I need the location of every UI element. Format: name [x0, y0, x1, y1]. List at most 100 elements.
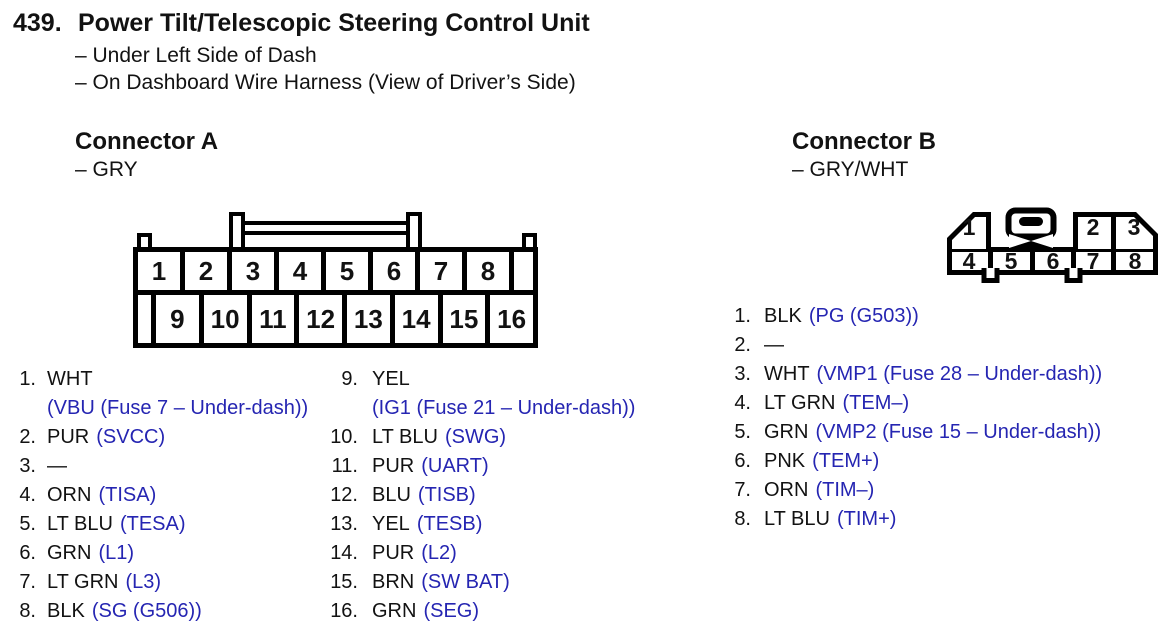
pin-list-item: 2. PUR (SVCC) — [12, 423, 308, 452]
wire-color: — — [764, 334, 784, 356]
pin-list-item: 13. YEL(TESB) — [330, 510, 635, 539]
connector-b-title: Connector B — [792, 128, 936, 155]
pin-cell-number: 5 — [339, 255, 355, 286]
pin-cell: 13 — [347, 295, 395, 343]
location-line: – Under Left Side of Dash — [75, 44, 317, 67]
wire-color: BLK — [764, 305, 802, 327]
wire-color: YEL — [372, 368, 410, 390]
pin-cell: 10 — [204, 295, 252, 343]
pin-cell-number: 9 — [170, 303, 185, 334]
connector-a-pin-list-left: 1. WHT (VBU (Fuse 7 – Under-dash)) 2. PU… — [12, 365, 308, 626]
pin-cell-number: 6 — [386, 255, 402, 286]
latch-bar-icon — [241, 221, 410, 235]
signal-name: (VMP2 (Fuse 15 – Under-dash)) — [815, 421, 1102, 443]
pin-number: 6. — [734, 450, 751, 472]
pin-list-item: 4. LT GRN(TEM–) — [727, 389, 1102, 418]
location-line: – On Dashboard Wire Harness (View of Dri… — [75, 71, 576, 94]
pin-list-item: 9. YEL (IG1 (Fuse 21 – Under-dash)) — [330, 365, 635, 423]
wire-color: LT BLU — [372, 426, 438, 448]
wire-color: PUR — [372, 455, 415, 477]
wire-color: WHT — [47, 368, 93, 390]
pin-list-item: 12. BLU(TISB) — [330, 481, 635, 510]
pin-cell: 6 — [373, 252, 420, 290]
connector-a-color-label: – GRY — [75, 158, 138, 181]
pin-list-item: 3. WHT(VMP1 (Fuse 28 – Under-dash)) — [727, 360, 1102, 389]
pin-cell-number: 8 — [480, 255, 496, 286]
wire-color: PUR — [372, 542, 415, 564]
pin-list-item: 6. PNK (TEM+) — [727, 447, 1102, 476]
pin-cell: 11 — [252, 295, 300, 343]
pin-number: 10. — [330, 426, 358, 448]
pin-cell-number: 8 — [1128, 248, 1142, 274]
signal-name: (TISA) — [98, 484, 157, 506]
pin-cell: 9 — [156, 295, 204, 343]
pin-number: 3. — [734, 363, 751, 385]
wire-color: BLU — [372, 484, 411, 506]
wire-color: GRN — [764, 421, 809, 443]
wire-color: GRN — [372, 600, 417, 622]
pin-cell-number: 1 — [151, 255, 167, 286]
location-lines: – Under Left Side of Dash – On Dashboard… — [75, 42, 576, 96]
wire-color: PNK — [764, 450, 806, 472]
pin-number: 2. — [734, 334, 751, 356]
connector-a-bottom-row: 9 10 11 12 — [138, 295, 533, 343]
wire-color: BRN — [372, 571, 415, 593]
wire-color: PUR — [47, 426, 90, 448]
signal-name: (SW BAT) — [421, 571, 510, 593]
blank-cell — [514, 252, 533, 290]
connector-b-bottom-row: 4 5 6 7 8 — [947, 207, 1159, 287]
pin-list-item: 14. PUR(L2) — [330, 539, 635, 568]
pin-cell-number: 16 — [497, 303, 527, 334]
connector-a-body: 1 2 3 4 — [133, 247, 538, 348]
wire-color: LT GRN — [47, 571, 119, 593]
pin-number: 2. — [19, 426, 36, 448]
pin-number: 13. — [330, 513, 358, 535]
connector-b-color-label: – GRY/WHT — [792, 158, 909, 181]
connector-b-diagram: 1 2 3 4 5 6 7 8 — [947, 207, 1159, 287]
pin-cell: 8 — [467, 252, 514, 290]
connector-a-title: Connector A — [75, 128, 219, 155]
pin-cell: 7 — [420, 252, 467, 290]
wire-color: ORN — [47, 484, 92, 506]
wire-color: BLK — [47, 600, 85, 622]
pin-cell: 15 — [443, 295, 491, 343]
pin-cell: 3 — [232, 252, 279, 290]
signal-name: (VMP1 (Fuse 28 – Under-dash)) — [816, 363, 1103, 385]
pin-cell-number: 10 — [210, 303, 240, 334]
connector-b-pin-list: 1. BLK(PG (G503)) 2. — 3. WHT(VMP1 (Fuse… — [727, 302, 1102, 534]
wire-color: ORN — [764, 479, 809, 501]
pin-cell: 14 — [395, 295, 443, 343]
pin-cell-number: 14 — [401, 303, 431, 334]
signal-name: (L1) — [98, 542, 135, 564]
pin-cell: 16 — [490, 295, 533, 343]
page-title: Power Tilt/Telescopic Steering Control U… — [78, 9, 590, 37]
pin-cell-number: 13 — [353, 303, 383, 334]
section-number: 439. — [13, 9, 62, 37]
signal-name: (TEM–) — [842, 392, 910, 414]
connector-b-top-row: 1 2 3 — [947, 207, 1159, 287]
wire-color: LT BLU — [764, 508, 830, 530]
pin-number: 1. — [734, 305, 751, 327]
pin-list-item: 7. LT GRN(L3) — [12, 568, 308, 597]
signal-name: (TISB) — [417, 484, 476, 506]
signal-name: (TEM+) — [812, 450, 880, 472]
signal-name: (SVCC) — [96, 426, 166, 448]
pin-number: 4. — [19, 484, 36, 506]
pin-number: 1. — [19, 368, 36, 390]
pin-list-item: 5. GRN(VMP2 (Fuse 15 – Under-dash)) — [727, 418, 1102, 447]
signal-name: (L2) — [421, 542, 457, 564]
pin-cell-number: 7 — [433, 255, 449, 286]
pin-cell-number: 6 — [1046, 248, 1060, 274]
wire-color: LT GRN — [764, 392, 836, 414]
pin-number: 8. — [734, 508, 751, 530]
pin-list-item: 16. GRN(SEG) — [330, 597, 635, 626]
pin-cell-number: 12 — [306, 303, 336, 334]
wire-color: YEL — [372, 513, 410, 535]
wire-color: GRN — [47, 542, 92, 564]
pin-cell: 12 — [299, 295, 347, 343]
pin-number: 15. — [330, 571, 358, 593]
pin-cell-number: 1 — [962, 214, 976, 240]
connector-a-pin-list-right: 9. YEL (IG1 (Fuse 21 – Under-dash)) 10. … — [330, 365, 635, 626]
latch-icon — [1005, 207, 1057, 248]
pin-list-item: 5. LT BLU(TESA) — [12, 510, 308, 539]
